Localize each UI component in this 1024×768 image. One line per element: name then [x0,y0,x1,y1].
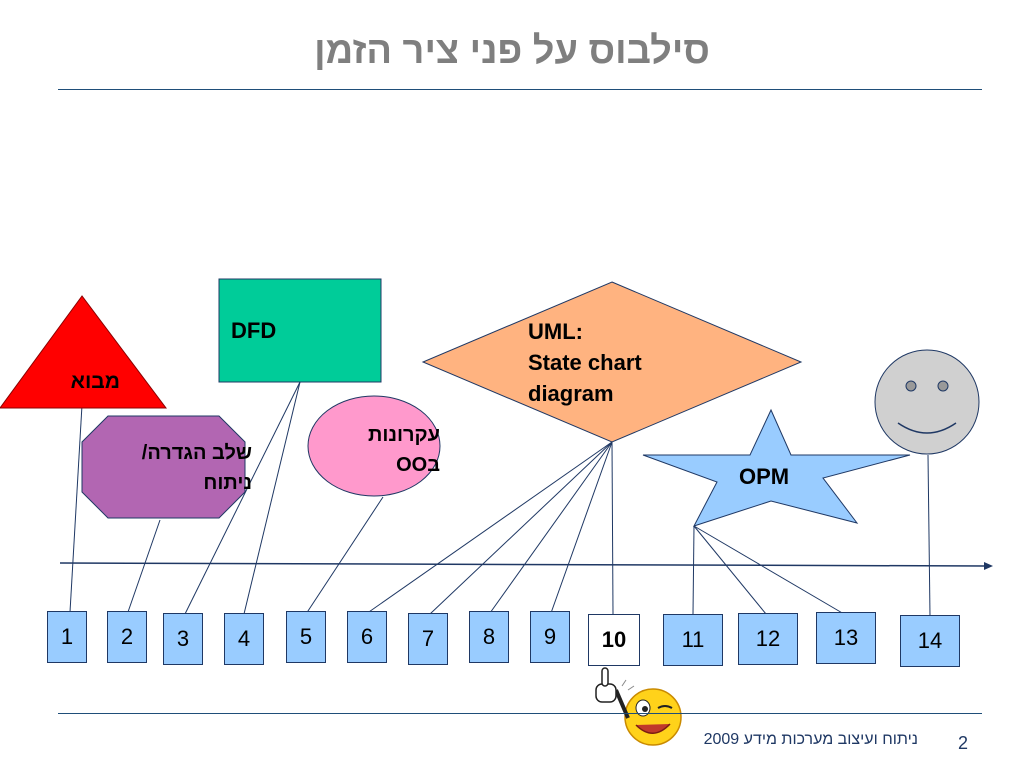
connector-6 [365,441,613,615]
footer-rule [58,713,982,714]
timeline-box-3: 3 [163,613,203,665]
connectors [69,381,931,617]
connector-8 [489,441,613,614]
footer-course-title: ניתוח ועיצוב מערכות מידע 2009 [703,731,918,748]
dfd-label: DFD [231,318,277,343]
opm-label: OPM [739,464,790,489]
opm-star [642,408,911,527]
oo-principles-line2: בOO [396,454,440,476]
definition-octagon [81,415,246,519]
connector-7 [429,441,613,615]
connector-11 [692,525,695,615]
uml-label: UML: State chart diagram [528,316,642,409]
dfd-rectangle [218,278,382,383]
connector-10 [611,441,614,615]
timeline-box-1: 1 [47,611,87,663]
connector-3 [184,381,301,615]
connector-2 [127,519,161,613]
definition-label-line1: שלב הגדרה/ [141,442,252,464]
intro-label: מבוא [70,370,120,393]
timeline-box-4: 4 [224,613,264,665]
timeline-box-7: 7 [408,613,448,665]
connector-9 [550,441,613,614]
timeline-box-10: 10 [588,614,640,666]
oo-principles-line1: עקרונות [367,424,440,446]
oo-principles-ellipse [307,395,441,497]
title-underline [58,89,982,90]
timeline-box-6: 6 [347,611,387,663]
timeline-box-5: 5 [286,611,326,663]
arrow-right-icon [984,562,993,570]
uml-label-line3: diagram [528,381,614,406]
uml-label-line2: State chart [528,350,642,375]
connector-1 [69,404,83,613]
timeline-box-9: 9 [530,611,570,663]
timeline-box-11: 11 [663,614,723,666]
uml-diamond [421,281,803,443]
definition-label: שלב הגדרה/ ניתוח [100,438,252,498]
connector-14 [927,454,931,617]
timeline-box-13: 13 [816,612,876,664]
page-title: סילבוס על פני ציר הזמן [314,30,710,72]
timeline-box-8: 8 [469,611,509,663]
smiley-face-icon [874,349,980,455]
intro-triangle [0,295,167,409]
winking-pointing-emoji-icon [595,667,682,746]
page-number: 2 [958,733,969,753]
time-axis [59,562,987,567]
connector-12 [693,525,767,615]
timeline-box-2: 2 [107,611,147,663]
oo-principles-label: עקרונות בOO [330,420,440,480]
uml-label-line1: UML: [528,319,583,344]
timeline-box-12: 12 [738,613,798,665]
connector-13 [693,525,845,615]
timeline-box-14: 14 [900,615,960,667]
connector-5 [305,496,384,615]
definition-label-line2: ניתוח [203,472,252,494]
connector-4 [243,381,301,615]
